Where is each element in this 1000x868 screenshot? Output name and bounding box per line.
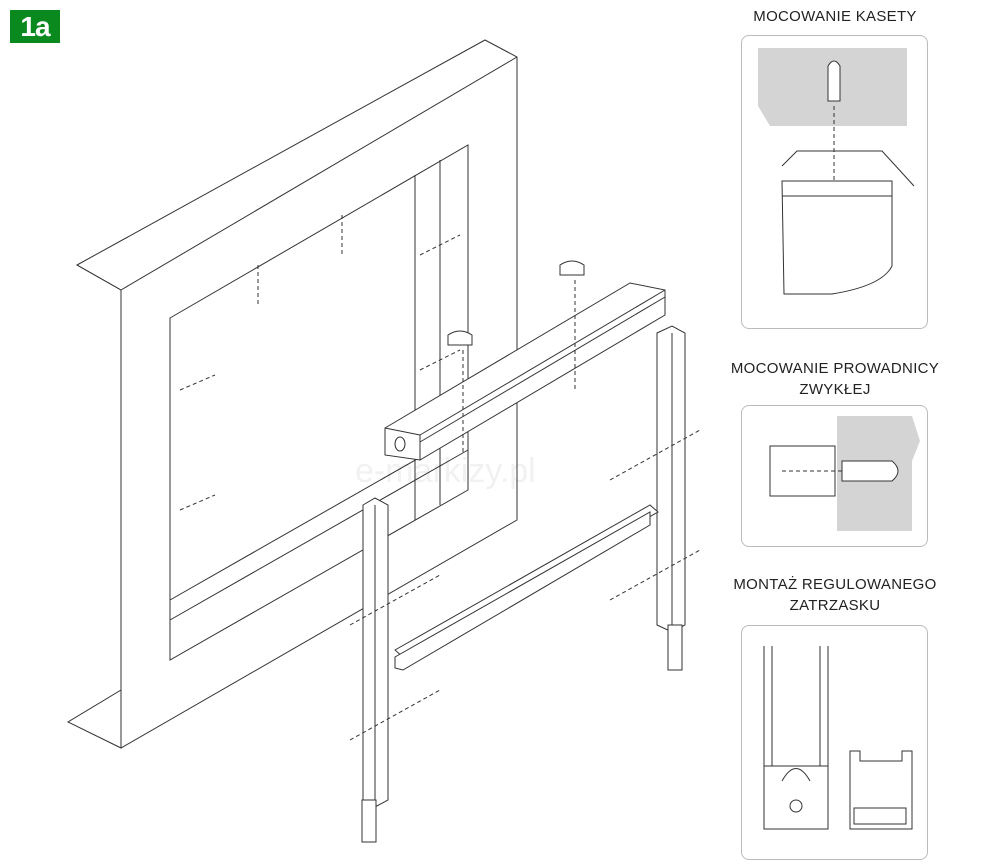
right-guide-rail — [656, 325, 686, 671]
detail-title-cassette: MOCOWANIE KASETY — [720, 6, 950, 27]
latch-mount-detail — [763, 646, 913, 830]
cassette-box — [384, 282, 666, 461]
wall-anchors — [179, 215, 461, 511]
detail-title-latch: MONTAŻ REGULOWANEGO ZATRZASKU — [720, 574, 950, 616]
detail-panel-guide-rail — [741, 405, 928, 547]
detail-title-guide-rail: MOCOWANIE PROWADNICY ZWYKŁEJ — [720, 358, 950, 400]
title-line: MONTAŻ REGULOWANEGO — [733, 576, 937, 593]
title-line: ZATRZASKU — [789, 597, 881, 614]
detail-panel-latch — [741, 625, 928, 860]
guide-rail-mount-detail — [769, 416, 920, 531]
title-line: MOCOWANIE PROWADNICY — [730, 360, 940, 377]
bottom-bar — [394, 504, 659, 671]
rail-screws — [349, 429, 701, 741]
detail-panel-cassette — [741, 35, 928, 329]
wall-frame — [66, 39, 518, 749]
figure-badge: 1a — [10, 10, 60, 43]
brackets — [447, 260, 585, 455]
cassette-mount-detail — [758, 48, 915, 295]
title-line: MOCOWANIE KASETY — [753, 8, 917, 25]
watermark: e-markizy.pl — [355, 452, 536, 490]
main-assembly-diagram — [66, 39, 701, 843]
title-line: ZWYKŁEJ — [799, 381, 871, 398]
left-guide-rail — [361, 497, 389, 843]
